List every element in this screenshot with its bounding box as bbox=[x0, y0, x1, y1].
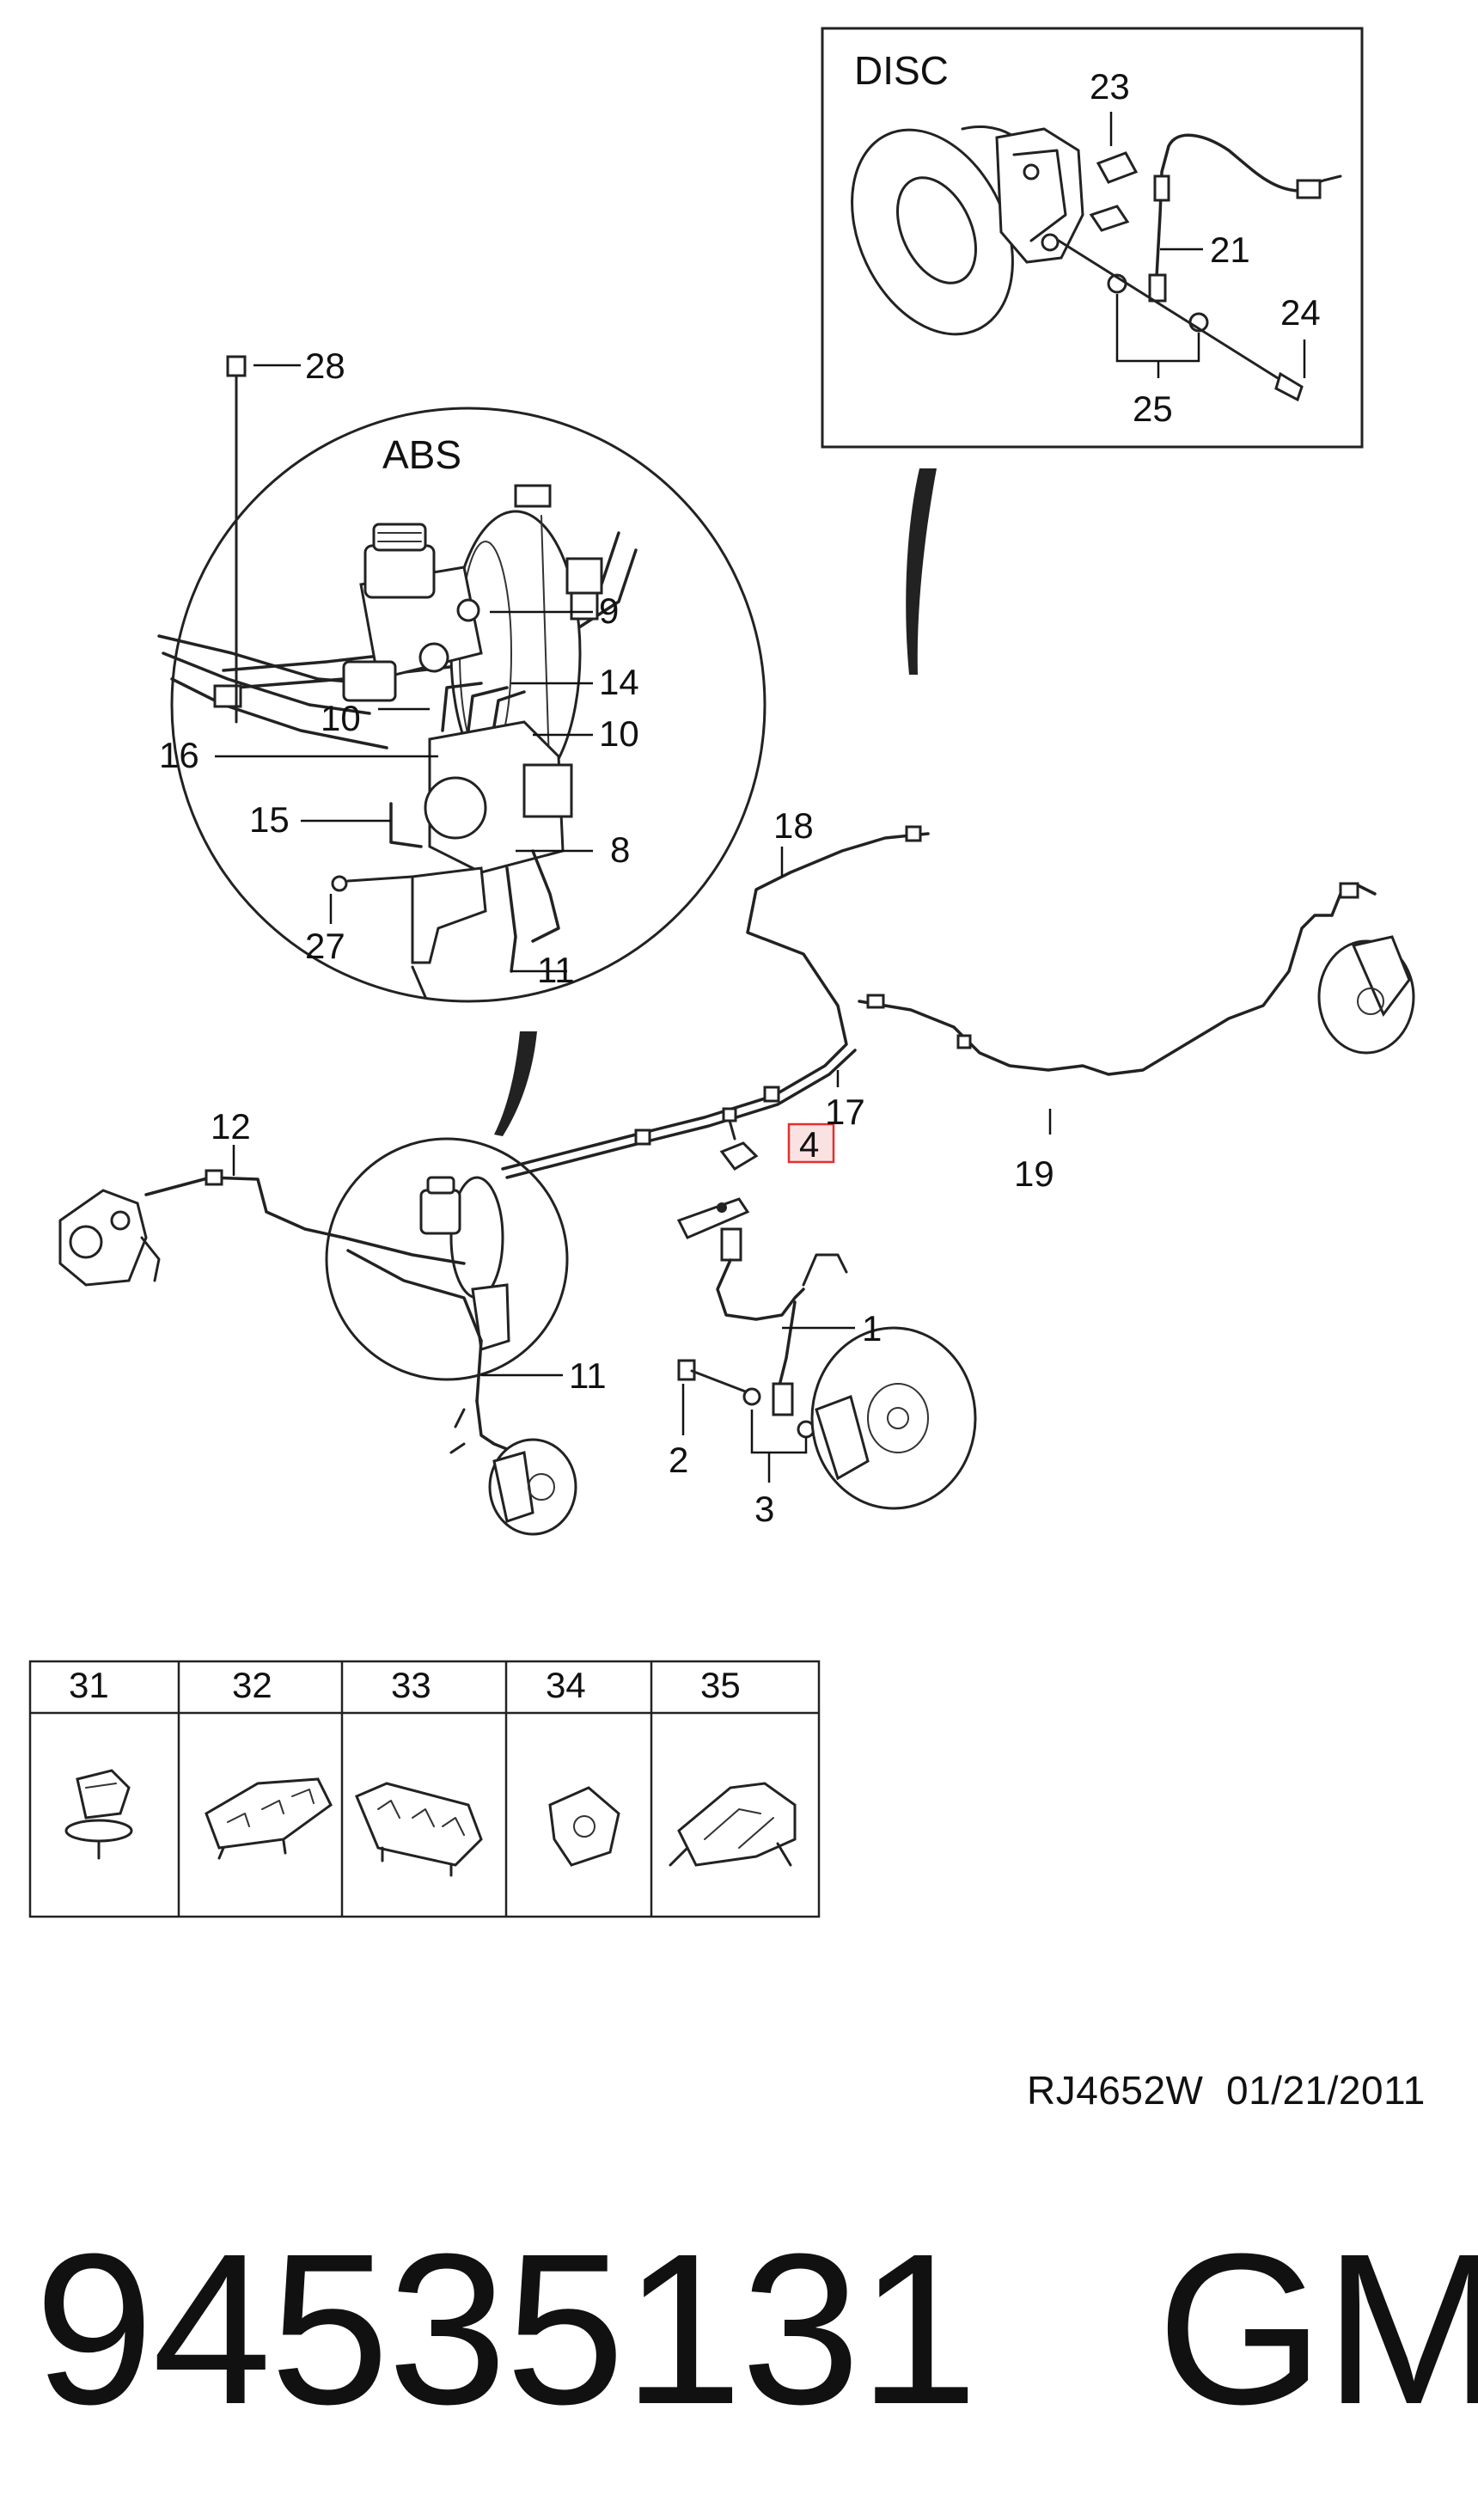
rear-right-disc bbox=[1317, 882, 1415, 1055]
bolt-28 bbox=[226, 355, 247, 724]
clip-header-32: 32 bbox=[232, 1665, 272, 1705]
clip-35-icon bbox=[669, 1782, 797, 1867]
callout-28: 28 bbox=[305, 346, 345, 386]
clip-23 bbox=[1089, 151, 1139, 232]
front-right-rotor bbox=[810, 1326, 977, 1510]
clip-header-34: 34 bbox=[546, 1665, 586, 1705]
clip-header-35: 35 bbox=[700, 1665, 741, 1705]
disc-section-label: DISC bbox=[854, 48, 949, 93]
master-cylinder bbox=[342, 523, 483, 702]
callout-2: 2 bbox=[669, 1440, 688, 1480]
callout-10-right: 10 bbox=[599, 713, 639, 754]
disc-pointer bbox=[906, 468, 937, 675]
clip-33-icon bbox=[355, 1782, 483, 1877]
reference-code-id: RJ4652W bbox=[1027, 2068, 1204, 2113]
clip-header-33: 33 bbox=[391, 1665, 431, 1705]
callout-16: 16 bbox=[159, 735, 199, 775]
callout-11-upper: 11 bbox=[537, 950, 575, 990]
brake-pipe-19 bbox=[858, 914, 1334, 1076]
callout-24: 24 bbox=[1280, 292, 1321, 333]
callout-3: 3 bbox=[754, 1489, 774, 1529]
disc-detail-inset: DISC bbox=[821, 27, 1364, 449]
brake-pipe-12 bbox=[144, 1176, 345, 1239]
front-brake-hose-1 bbox=[676, 1197, 848, 1416]
reference-code: RJ4652W 01/21/2011 bbox=[1027, 2067, 1426, 2113]
booster-overview-circle bbox=[325, 1137, 569, 1403]
part-4-bracket-clip bbox=[719, 1107, 759, 1171]
callout-4: 4 bbox=[799, 1124, 819, 1165]
callout-25: 25 bbox=[1133, 388, 1173, 429]
rear-caliper bbox=[995, 127, 1084, 264]
clip-31-icon bbox=[64, 1769, 133, 1860]
bolt-2 bbox=[677, 1359, 749, 1394]
callout-23: 23 bbox=[1090, 66, 1130, 107]
clip-32-icon bbox=[205, 1777, 333, 1860]
part-number-line: 94535131 GM bbox=[34, 2217, 1478, 2441]
callout-9: 9 bbox=[599, 590, 619, 631]
part-4-highlight bbox=[787, 1122, 835, 1164]
abs-modulator bbox=[389, 682, 573, 973]
callout-21: 21 bbox=[1210, 229, 1250, 270]
callout-27: 27 bbox=[305, 926, 345, 966]
callout-14: 14 bbox=[599, 662, 639, 702]
clip-table: 31 32 33 34 35 bbox=[28, 1660, 821, 1918]
bolt-24 bbox=[1057, 239, 1304, 402]
callout-1: 1 bbox=[862, 1308, 882, 1349]
rear-brake-hose-21 bbox=[1148, 133, 1342, 303]
abs-detail-inset: ABS bbox=[157, 346, 766, 1003]
washer-3a bbox=[742, 1387, 761, 1406]
abs-pointer bbox=[494, 1031, 537, 1136]
callout-19: 19 bbox=[1014, 1153, 1054, 1194]
rear-left-disc bbox=[449, 1399, 577, 1536]
clip-34-icon bbox=[548, 1786, 620, 1867]
reference-date: 01/21/2011 bbox=[1226, 2068, 1426, 2113]
callout-10-left: 10 bbox=[321, 698, 361, 738]
abs-section-label: ABS bbox=[382, 432, 461, 477]
brake-pipe-17 bbox=[501, 832, 930, 1171]
callout-8: 8 bbox=[610, 829, 630, 870]
front-left-caliper bbox=[58, 1189, 161, 1287]
callout-11-lower: 11 bbox=[569, 1355, 607, 1396]
part-number: 94535131 bbox=[34, 2209, 978, 2449]
brake-line-diagram: DISC bbox=[28, 27, 1415, 1918]
callout-17: 17 bbox=[825, 1092, 865, 1132]
part-brand: GM bbox=[1157, 2209, 1478, 2449]
abs-bracket bbox=[331, 866, 487, 999]
callout-12: 12 bbox=[211, 1106, 251, 1147]
callout-18: 18 bbox=[773, 805, 814, 846]
callout-15: 15 bbox=[249, 799, 290, 840]
clip-header-31: 31 bbox=[69, 1665, 109, 1705]
